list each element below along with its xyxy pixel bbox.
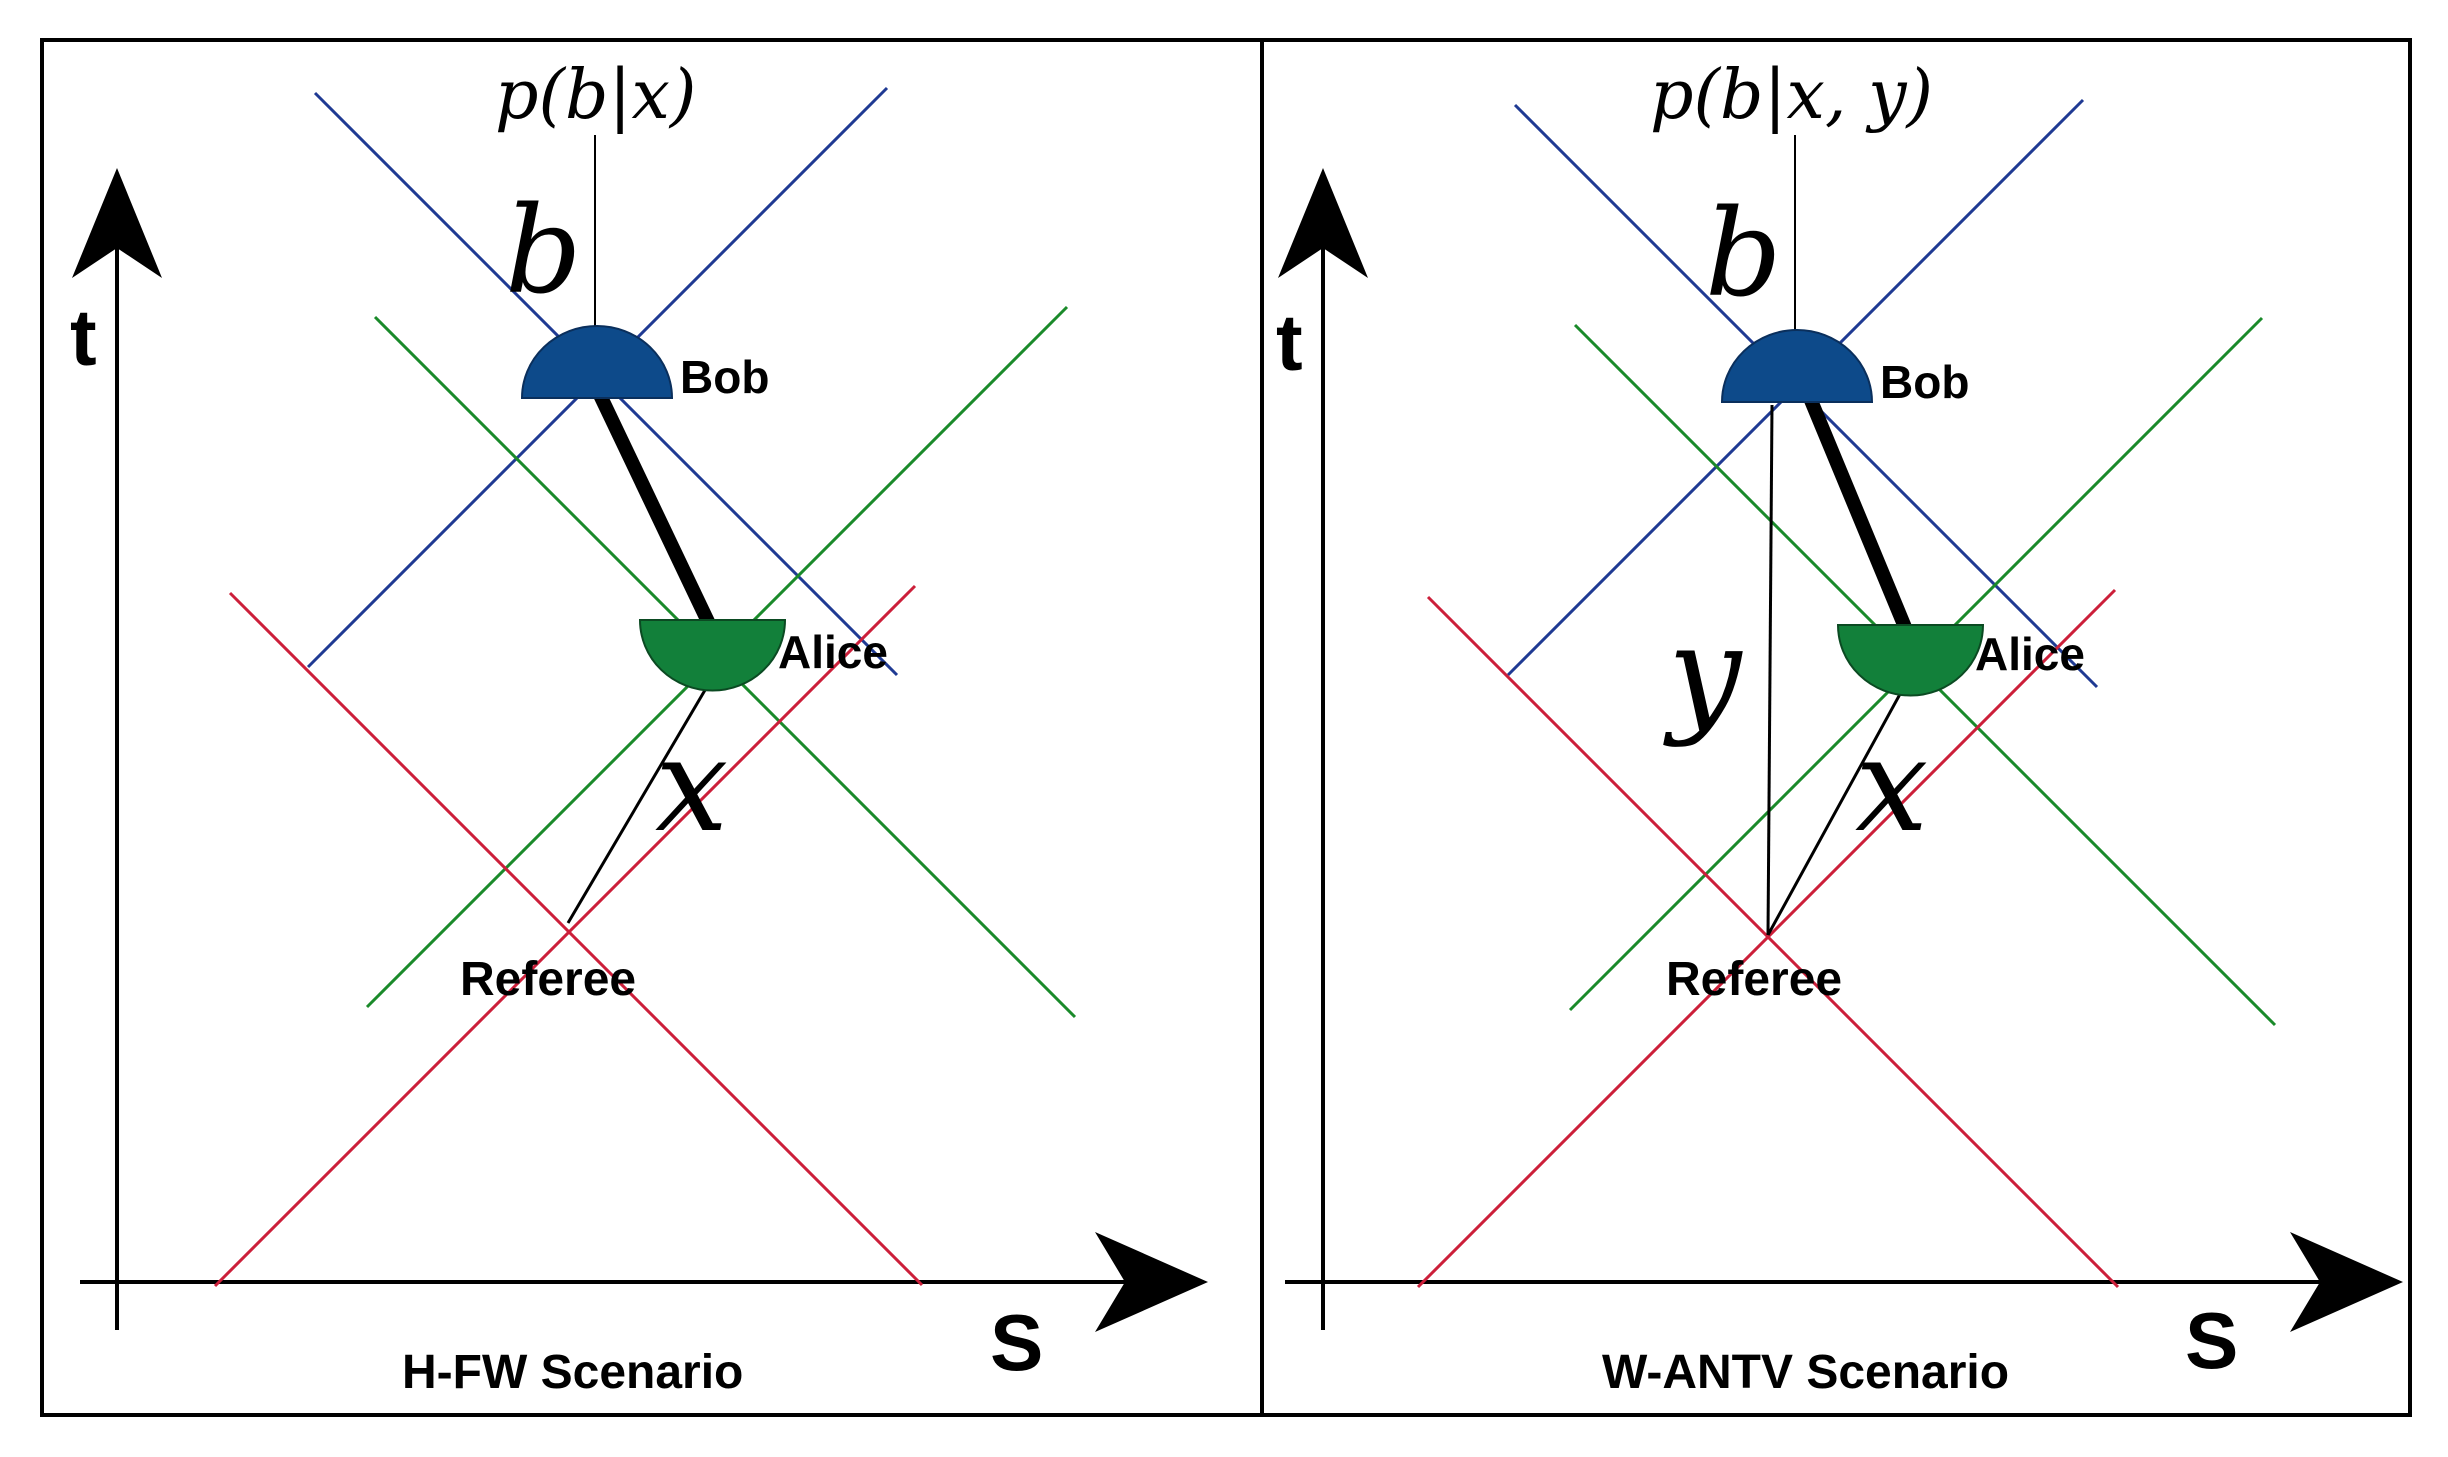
- referee-label: Referee: [1666, 953, 1842, 1006]
- space-axis-label: S: [990, 1298, 1043, 1387]
- time-axis-label: t: [70, 293, 97, 382]
- referee-light-cone-line: [213, 584, 917, 1288]
- time-axis-arrowhead: [1278, 168, 1368, 278]
- panel-wantv: t S p(b|x, y) b Bob Alice y x Referee W-…: [1276, 56, 2403, 1399]
- space-axis-arrowhead: [1095, 1232, 1208, 1332]
- entanglement-link: [593, 391, 719, 634]
- alice-label: Alice: [1975, 628, 2085, 680]
- alice-detector-icon: [638, 619, 787, 692]
- scenario-label: W-ANTV Scenario: [1602, 1346, 2009, 1399]
- referee-light-cone-line: [1416, 588, 2117, 1289]
- referee-to-bob-line: [1766, 404, 1774, 936]
- bob-output-symbol: b: [1705, 185, 1782, 324]
- panel-hfw: t S p(b|x) b Bob Alice x Referee H-FW Sc…: [70, 56, 1208, 1399]
- bob-output-symbol: b: [505, 182, 582, 321]
- referee-to-alice-line: [566, 684, 710, 924]
- bob-label: Bob: [1880, 356, 1969, 408]
- referee-to-alice-line: [1766, 684, 1907, 936]
- referee-light-cone-line: [228, 591, 924, 1287]
- time-axis-arrowhead: [72, 168, 162, 278]
- alice-input-symbol: x: [655, 709, 728, 861]
- bob-input-symbol: y: [1663, 597, 1743, 749]
- bob-detector-icon: [1720, 329, 1874, 403]
- entanglement-link: [1803, 395, 1914, 635]
- alice-label: Alice: [778, 626, 888, 678]
- probability-label: p(b|x, y): [1650, 56, 1933, 135]
- time-axis-label: t: [1276, 298, 1303, 387]
- alice-input-symbol: x: [1855, 709, 1928, 861]
- probability-label: p(b|x): [495, 56, 696, 135]
- referee-light-cone-line: [1426, 595, 2120, 1289]
- space-axis-label: S: [2185, 1296, 2238, 1385]
- alice-detector-icon: [1836, 624, 1985, 697]
- figure-frame: [40, 38, 2412, 1417]
- bob-label: Bob: [680, 351, 769, 403]
- space-axis-arrowhead: [2290, 1232, 2403, 1332]
- bob-detector-icon: [520, 325, 674, 399]
- scenario-label: H-FW Scenario: [402, 1346, 743, 1399]
- referee-label: Referee: [460, 953, 636, 1006]
